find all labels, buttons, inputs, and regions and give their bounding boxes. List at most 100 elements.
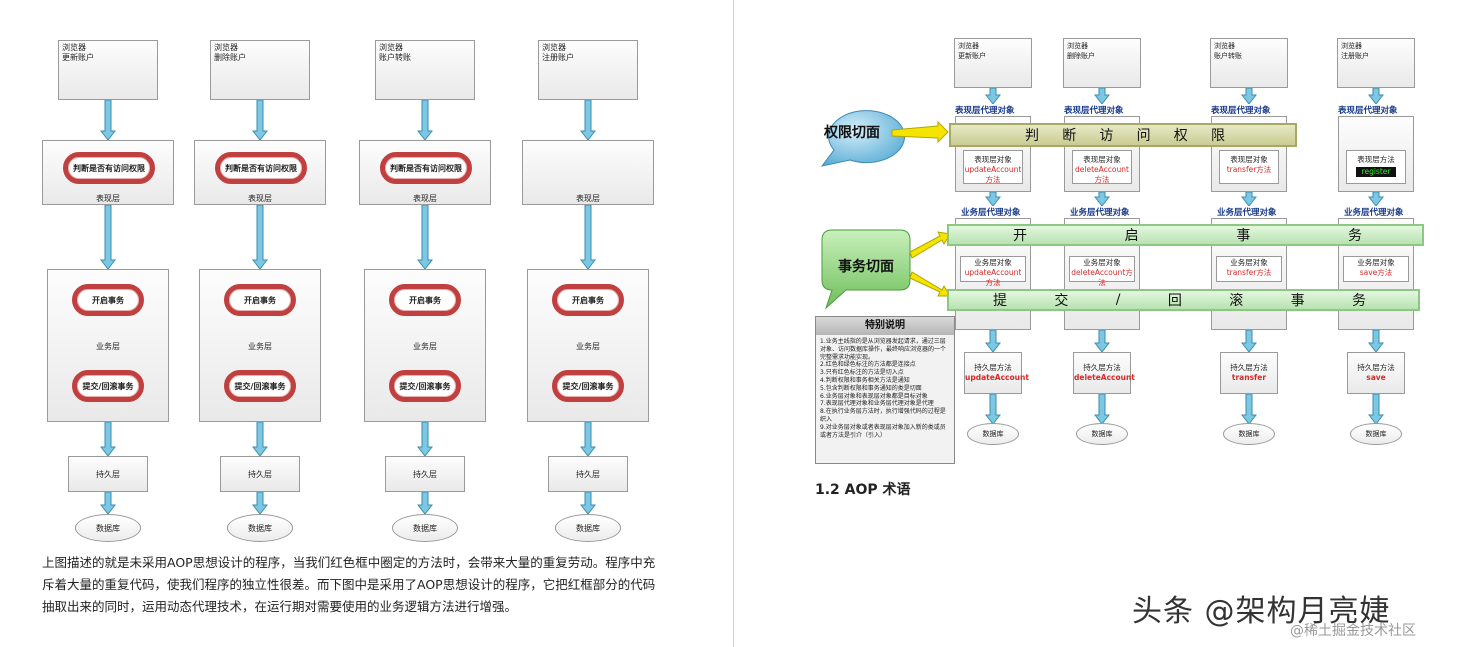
down-arrow — [580, 422, 596, 456]
presentation-label: 表现层 — [413, 194, 437, 203]
permission-check-pill: 判断是否有访问权限 — [63, 152, 155, 184]
notes-line: 8.在执行业务层方法时，执行增强代码的过程是织入 — [820, 408, 946, 423]
bar-char: / — [1115, 292, 1121, 308]
notes-line: 9.对业务层对象或者表现层对象加入新的类或员或者方法是引介（引入） — [820, 423, 946, 439]
business-proxy-label: 业务层代理对象 — [961, 208, 1021, 218]
commit-tx-pill: 提交/回滚事务 — [552, 370, 624, 402]
presentation-method-label: updateAccount方法 — [964, 165, 1022, 184]
browser-box: 浏览器 删除账户 — [1063, 38, 1141, 88]
browser-label: 浏览器 账户转账 — [1214, 42, 1242, 60]
down-arrow — [252, 205, 268, 269]
database-ellipse: 数据库 — [1223, 423, 1275, 445]
business-proxy-label: 业务层代理对象 — [1070, 208, 1130, 218]
permission-callout: 权限切面 — [824, 125, 880, 141]
presentation-method-label: deleteAccount方法 — [1075, 165, 1129, 184]
left-paragraph: 上图描述的就是未采用AOP思想设计的程序，当我们红色框中圈定的方法时，会带来大量… — [42, 555, 656, 614]
tx-callout-shape — [821, 229, 951, 310]
business-label: 业务层 — [413, 342, 437, 351]
begin-tx-bar: 开启事务 — [947, 224, 1424, 246]
down-arrow — [1368, 192, 1384, 206]
persistence-method-label: transfer — [1231, 373, 1267, 382]
business-label: 业务层 — [96, 342, 120, 351]
presentation-label: 表现层 — [248, 194, 272, 203]
persistence-label: 持久层方法 — [974, 363, 1012, 372]
presentation-object-label: 表现层对象 — [1230, 155, 1268, 164]
notes-title: 特别说明 — [816, 317, 954, 335]
browser-box: 浏览器 注册账户 — [1337, 38, 1415, 88]
database-ellipse: 数据库 — [1350, 423, 1402, 445]
section-heading: 1.2 AOP 术语 — [815, 482, 911, 498]
permission-callout-shape — [820, 110, 949, 167]
browser-label: 浏览器 删除账户 — [1067, 42, 1095, 60]
business-method-label: transfer方法 — [1226, 268, 1272, 277]
presentation-object-label: 表现层对象 — [974, 155, 1012, 164]
notes-body: 1.业务主线指的是从浏览器发起请求，通过三层对象、访问数据库操作，最终响应浏览器… — [816, 335, 954, 442]
notes-line: 1.业务主线指的是从浏览器发起请求，通过三层对象、访问数据库操作，最终响应浏览器… — [820, 338, 947, 361]
permission-check-pill: 判断是否有访问权限 — [215, 152, 307, 184]
business-box: 开启事务提交/回滚事务业务层 — [47, 269, 169, 422]
browser-box: 浏览器 删除账户 — [210, 40, 310, 100]
presentation-method-label: transfer方法 — [1226, 165, 1272, 174]
browser-box: 浏览器 注册账户 — [538, 40, 638, 100]
business-method-label: save方法 — [1359, 268, 1393, 277]
business-label: 业务层 — [248, 342, 272, 351]
persistence-box: 持久层 — [385, 456, 465, 492]
bar-char: 交 — [1054, 293, 1069, 309]
business-box: 开启事务提交/回滚事务 业务层 — [199, 269, 321, 422]
browser-label: 浏览器 账户转账 — [379, 43, 411, 62]
persistence-box: 持久层 — [220, 456, 300, 492]
begin-tx-pill: 开启事务 — [389, 284, 461, 316]
down-arrow — [985, 88, 1001, 104]
bar-char: 启 — [1124, 228, 1139, 244]
down-arrow — [985, 394, 1001, 424]
notes-line: 6.业务层对象和表现层对象都是目标对象 — [820, 392, 928, 400]
persistence-method-label: deleteAccount — [1074, 373, 1135, 382]
down-arrow — [100, 492, 116, 514]
persistence-label: 持久层 — [413, 470, 437, 479]
presentation-object-label: 表现层对象 — [1083, 155, 1121, 164]
permission-bar: 判断访问权限 — [949, 123, 1297, 147]
begin-tx-pill: 开启事务 — [224, 284, 296, 316]
bar-char: 断 — [1062, 128, 1077, 144]
browser-box: 浏览器 账户转账 — [1210, 38, 1288, 88]
business-object-label: 业务层对象 — [1230, 258, 1268, 267]
business-object-label: 业务层对象 — [1357, 258, 1395, 267]
business-object-label: 业务层对象 — [974, 258, 1012, 267]
page-divider — [733, 0, 734, 647]
commit-tx-pill: 提交/回滚事务 — [224, 370, 296, 402]
permission-check-pill: 判断是否有访问权限 — [380, 152, 472, 184]
down-arrow — [1241, 394, 1257, 424]
database-ellipse: 数据库 — [75, 514, 141, 542]
bar-char: 提 — [993, 293, 1007, 309]
down-arrow — [580, 205, 596, 269]
notes-box: 特别说明 1.业务主线指的是从浏览器发起请求，通过三层对象、访问数据库操作，最终… — [815, 316, 955, 464]
business-box: 开启事务提交/回滚事务 业务层 — [364, 269, 486, 422]
browser-label: 浏览器 更新账户 — [62, 43, 94, 62]
commit-tx-pill: 提交/回滚事务 — [389, 370, 461, 402]
database-ellipse: 数据库 — [1076, 423, 1128, 445]
down-arrow — [580, 100, 596, 140]
persistence-box: 持久层 — [68, 456, 148, 492]
down-arrow — [580, 492, 596, 514]
bar-char: 问 — [1136, 128, 1151, 144]
down-arrow — [252, 422, 268, 456]
commit-tx-bar: 提交/回滚事务 — [947, 289, 1420, 311]
browser-box: 浏览器 更新账户 — [954, 38, 1032, 88]
presentation-proxy-label: 表现层代理对象 — [1064, 106, 1124, 116]
commit-tx-pill: 提交/回滚事务 — [72, 370, 144, 402]
bar-char: 事 — [1236, 228, 1251, 244]
presentation-proxy-label: 表现层代理对象 — [955, 106, 1015, 116]
business-object-label: 业务层对象 — [1083, 258, 1121, 267]
presentation-box: 判断是否有访问权限表现层 — [194, 140, 326, 205]
down-arrow — [985, 330, 1001, 352]
bar-char: 判 — [1025, 128, 1039, 144]
browser-label: 浏览器 注册账户 — [1341, 42, 1369, 60]
notes-line: 3.只有红色标注的方法是切入点 — [820, 369, 904, 377]
business-box: 开启事务提交/回滚事务业务层 — [527, 269, 649, 422]
notes-line: 2.红色和绿色标注的方法都是连接点 — [820, 361, 916, 369]
